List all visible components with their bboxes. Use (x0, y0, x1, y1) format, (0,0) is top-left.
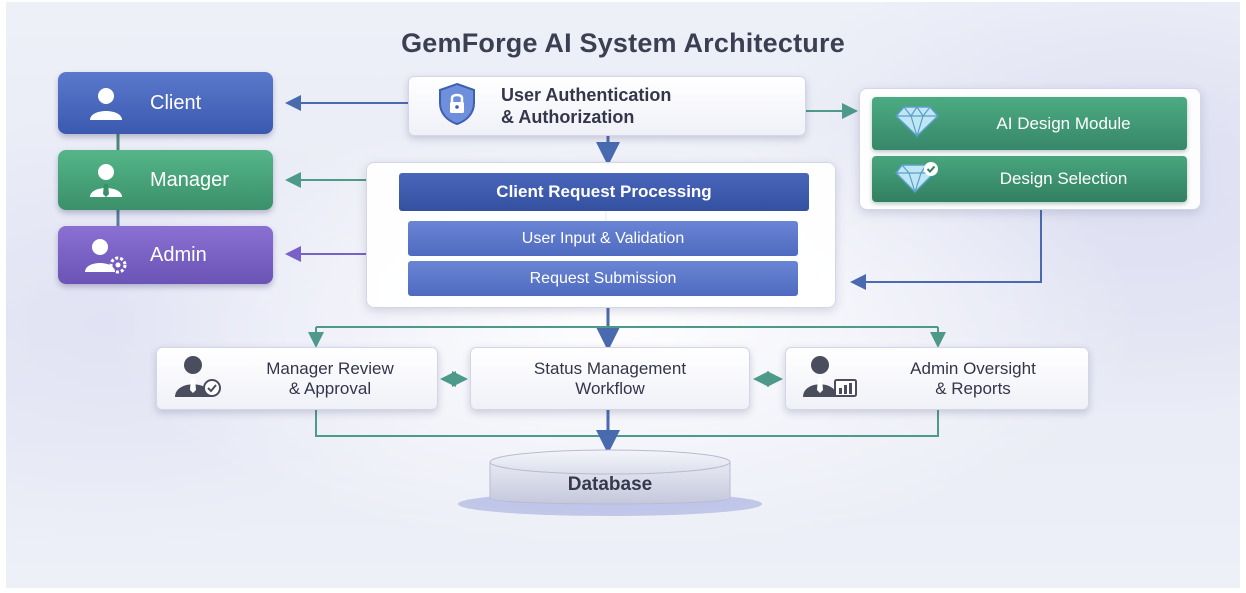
role-admin: Admin (58, 226, 273, 284)
database: Database (454, 448, 766, 518)
role-client: Client (58, 72, 273, 134)
admin-oversight-line1: Admin Oversight (910, 358, 1036, 378)
gather-bus (315, 410, 939, 437)
diagram-title: GemForge AI System Architecture (401, 28, 845, 58)
admin-oversight-reports: Admin Oversight & Reports (785, 347, 1089, 410)
manager-review-line2: & Approval (288, 378, 372, 398)
diamond-check-icon (894, 160, 940, 199)
manager-icon (84, 162, 128, 198)
arrow-selection-to-processing (850, 210, 1042, 290)
admin-gear-icon (84, 236, 128, 274)
client-request-processing: Client Request Processing (399, 173, 809, 211)
status-management-label: Status Management Workflow (534, 359, 686, 399)
manager-review-line1: Manager Review (266, 358, 394, 378)
admin-oversight-label: Admin Oversight & Reports (866, 359, 1080, 399)
manager-review-approval: Manager Review & Approval (156, 347, 438, 410)
role-manager-label: Manager (150, 168, 229, 191)
step-user-input-validation: User Input & Validation (408, 221, 798, 256)
status-line2: Workflow (575, 378, 645, 398)
role-admin-label: Admin (150, 243, 207, 266)
role-client-label: Client (150, 91, 202, 114)
design-selection-label: Design Selection (999, 169, 1128, 188)
auth-box: User Authentication & Authorization (408, 76, 806, 136)
auth-label-line1: User Authentication (501, 85, 672, 105)
step-request-submission-label: Request Submission (529, 269, 677, 287)
manager-review-label: Manager Review & Approval (233, 359, 427, 399)
client-request-processing-label: Client Request Processing (496, 182, 712, 201)
status-management-workflow: Status Management Workflow (470, 347, 750, 410)
auth-label-line2: & Authorization (501, 107, 635, 127)
admin-oversight-line2: & Reports (935, 378, 1011, 398)
step-user-input-validation-label: User Input & Validation (521, 229, 685, 247)
auth-label: User Authentication & Authorization (501, 84, 671, 128)
connectors (116, 95, 1042, 454)
admin-report-icon (802, 354, 858, 403)
design-selection: Design Selection (872, 156, 1187, 202)
diamond-icon (894, 104, 940, 143)
ai-design-module-label: AI Design Module (996, 113, 1131, 133)
user-icon (84, 85, 128, 121)
ai-design-module: AI Design Module (872, 97, 1187, 150)
database-label: Database (567, 474, 653, 495)
shield-lock-icon (437, 82, 477, 131)
architecture-diagram: GemForge AI System Architecture Client M… (6, 2, 1240, 588)
status-line1: Status Management (533, 358, 687, 378)
role-manager: Manager (58, 150, 273, 210)
step-request-submission: Request Submission (408, 261, 798, 296)
database-icon (458, 449, 762, 516)
manager-approve-icon (173, 354, 223, 403)
